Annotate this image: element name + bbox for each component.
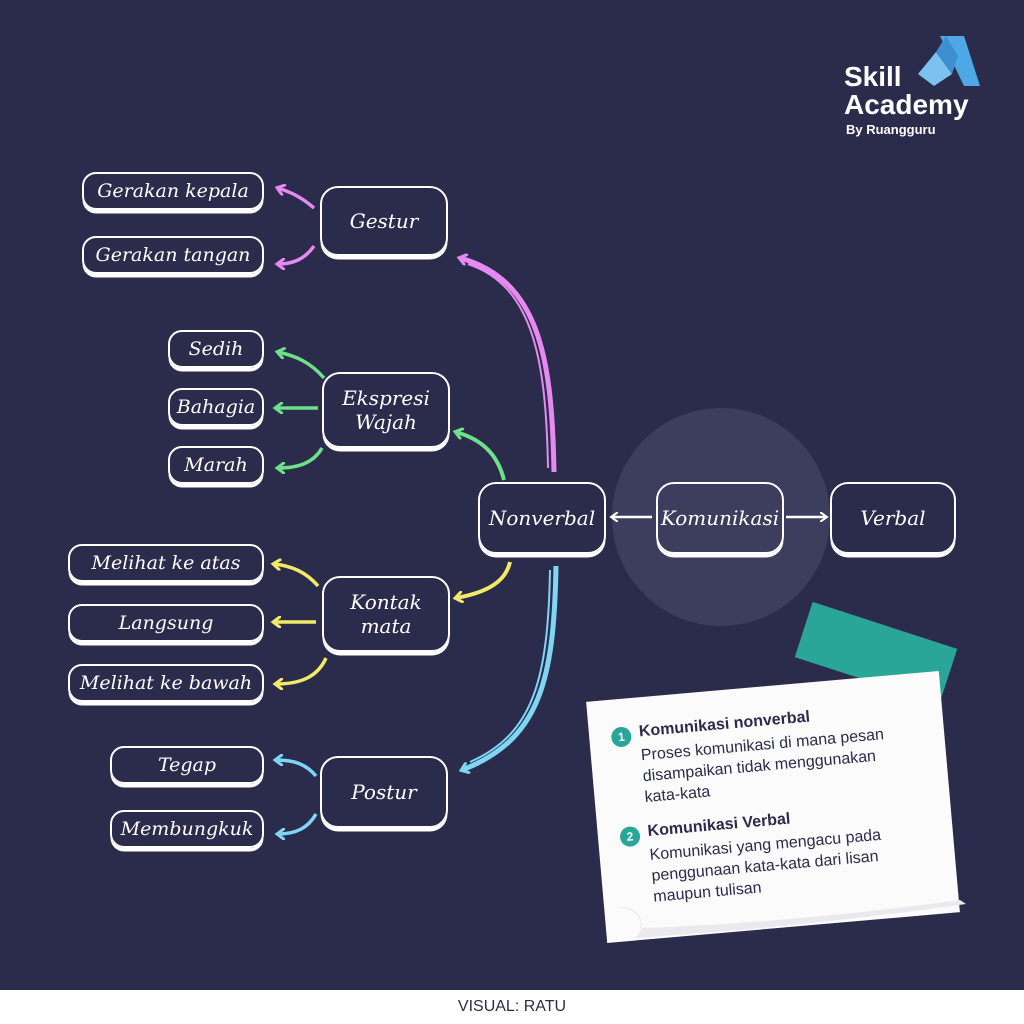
arrow-gerakan-kepala [278,188,316,210]
leaf-membungkuk-label: Membungkuk [120,818,254,840]
node-nonverbal-label: Nonverbal [488,506,596,530]
arrow-tegap [276,760,318,778]
brand-line-1: Skill [844,61,902,92]
arrow-gerakan-tangan [278,244,316,264]
leaf-langsung: Langsung [68,604,264,642]
paper-curl [614,900,966,938]
leaf-tegap: Tegap [110,746,264,784]
footer-credit: VISUAL: RATU [457,998,567,1015]
node-postur: Postur [320,756,448,828]
leaf-bahagia: Bahagia [168,388,264,426]
branch-ekspresi [456,432,506,481]
node-nonverbal: Nonverbal [478,482,606,554]
arrow-sedih [278,352,326,380]
node-verbal: Verbal [830,482,956,554]
leaf-tegap-label: Tegap [157,754,217,776]
arrow-melihat-bawah [276,657,328,684]
leaf-bahagia-label: Bahagia [176,396,256,418]
branch-kontak [456,561,512,598]
leaf-gerakan-tangan: Gerakan tangan [82,236,264,274]
branch-gestur [460,258,557,473]
node-ekspresi-wajah: Ekspresi Wajah [322,372,450,448]
node-komunikasi-label: Komunikasi [660,506,780,530]
leaf-marah-label: Marah [184,454,248,476]
footer-bar: VISUAL: RATU [0,990,1024,1024]
note-item-1-number: 1 [610,726,633,748]
leaf-melihat-ke-bawah-label: Melihat ke bawah [79,672,253,694]
arrow-melihat-atas [274,564,320,588]
leaf-melihat-ke-atas: Melihat ke atas [68,544,264,582]
branch-gestur-stroke [467,263,549,469]
node-komunikasi: Komunikasi [656,482,784,554]
node-ekspresi-wajah-label: Ekspresi Wajah [342,386,430,434]
leaf-langsung-label: Langsung [118,612,214,634]
brand-mark-icon [918,36,980,86]
node-kontak-mata-label: Kontak mata [350,590,422,638]
node-gestur: Gestur [320,186,448,256]
leaf-sedih: Sedih [168,330,264,368]
leaf-sedih-label: Sedih [188,338,244,360]
leaf-gerakan-kepala-label: Gerakan kepala [97,180,249,202]
branch-postur [462,565,559,770]
arrow-marah [278,447,324,468]
node-kontak-mata: Kontak mata [322,576,450,652]
node-gestur-label: Gestur [349,209,419,233]
leaf-melihat-ke-atas-label: Melihat ke atas [91,552,241,574]
brand-line-2: Academy [844,89,969,120]
leaf-membungkuk: Membungkuk [110,810,264,848]
leaf-melihat-ke-bawah: Melihat ke bawah [68,664,264,702]
skill-academy-logo: Skill Academy By Ruangguru [844,34,1004,144]
branch-postur-stroke [469,569,551,763]
leaf-marah: Marah [168,446,264,484]
node-postur-label: Postur [351,780,417,804]
arrow-membungkuk [278,813,318,834]
note-item-2-number: 2 [619,825,641,848]
brand-line-3: By Ruangguru [846,122,936,137]
leaf-gerakan-tangan-label: Gerakan tangan [95,244,251,266]
leaf-gerakan-kepala: Gerakan kepala [82,172,264,210]
node-verbal-label: Verbal [860,506,926,530]
